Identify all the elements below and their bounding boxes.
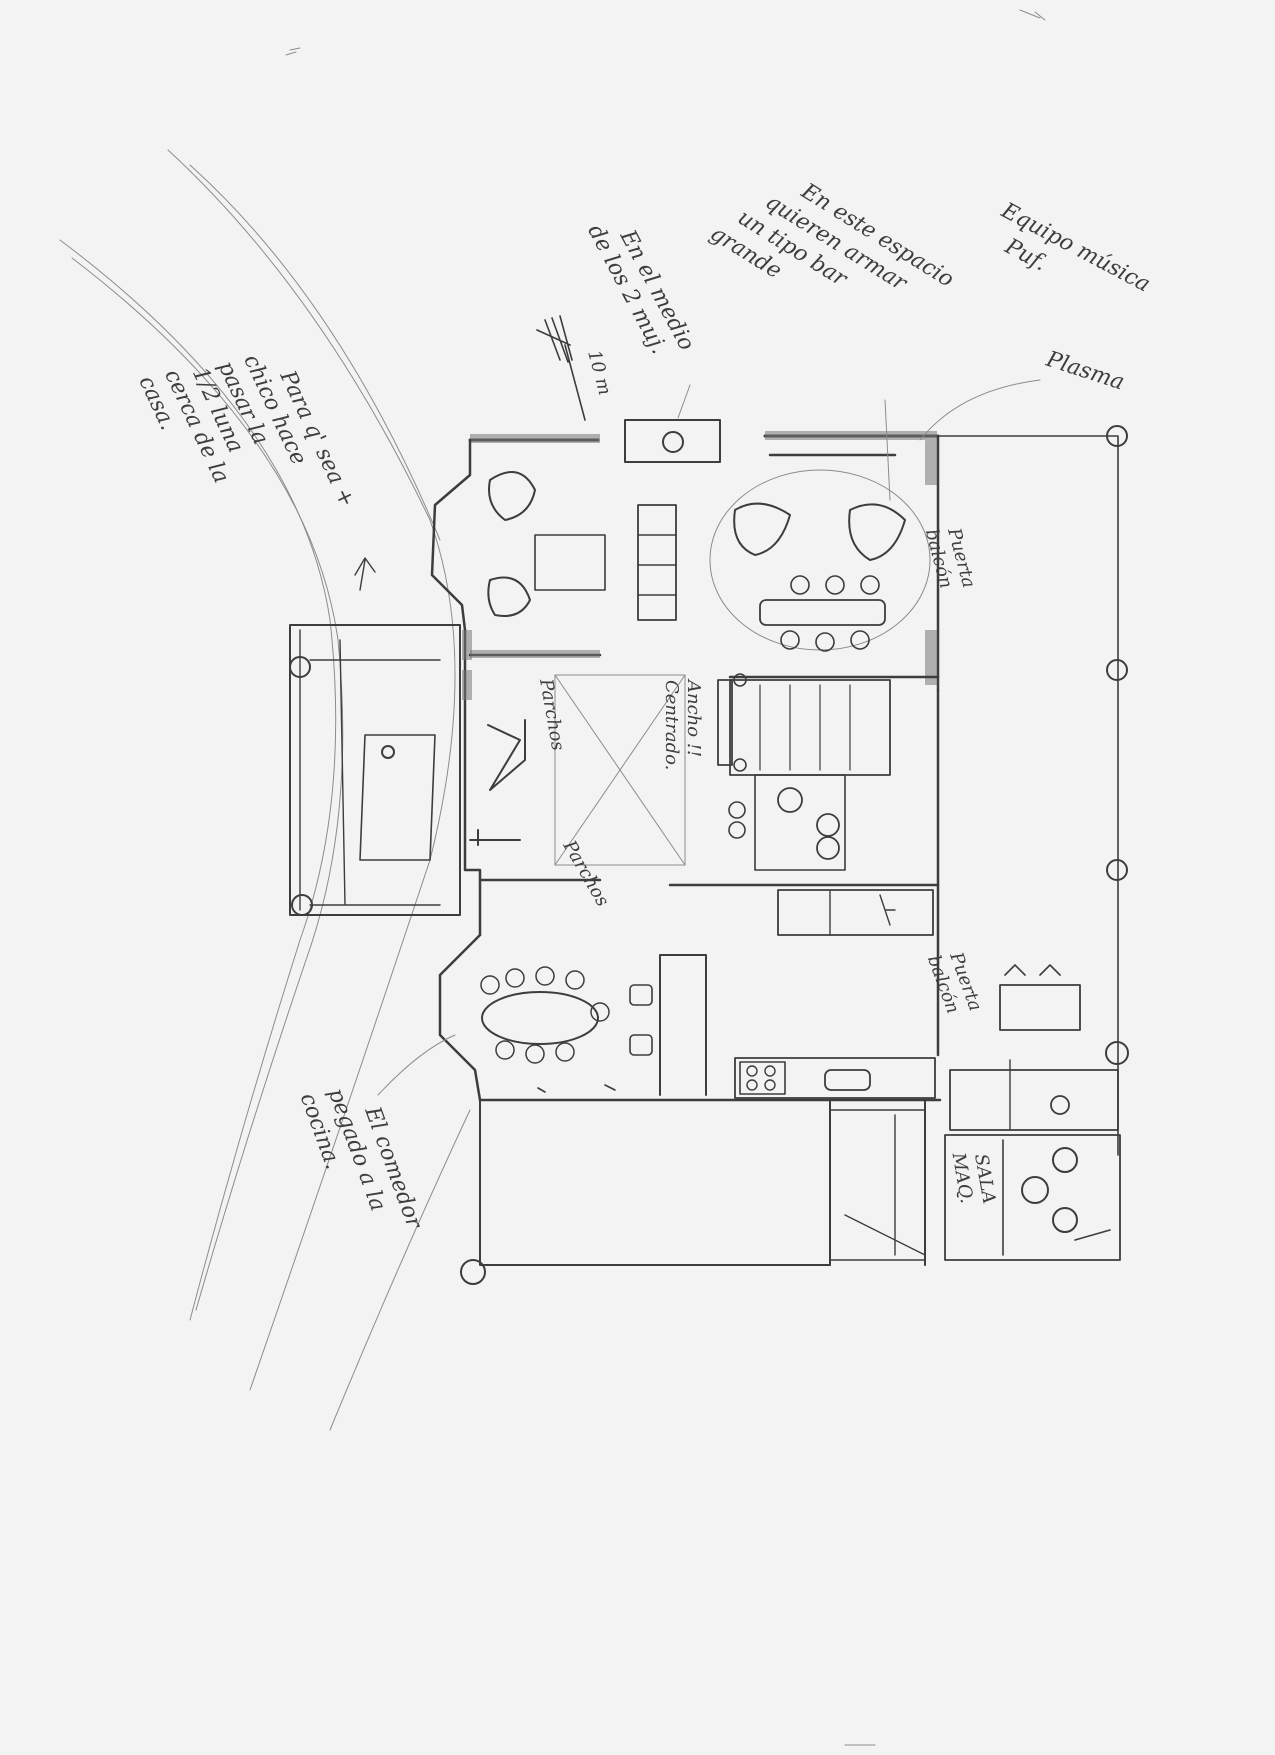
wall-hatch [470,650,600,658]
entry-and-stair [469,673,934,936]
wall-hatch [925,440,937,485]
column-marker [291,894,313,916]
dining-note: El comedor pegado a la cocina. [295,1071,429,1258]
house-walls [430,431,942,1266]
driveway-curves [59,149,471,1431]
column-marker [1106,859,1128,881]
dining-room [480,966,653,1093]
space-note: En este espacio quieren armar un tipo ba… [706,150,964,368]
tall-bottom-label: Parchos [558,836,613,910]
column-marker [460,1259,486,1285]
wall-hatch [462,630,472,660]
music-note: Equipo música Puf. [982,198,1160,328]
path-note: Para q' sea + chico hace pasar la 1/2 lu… [133,317,362,572]
car-ramp [289,557,461,916]
wall-hatch [765,431,937,440]
wall-hatch [462,670,472,700]
kitchen [734,1057,936,1261]
wall-hatch [470,434,600,443]
balcony-door-right: Puerta balcón [923,945,988,1027]
sala-maq-label: SALA MAQ. [947,1146,1000,1215]
balcony-door-top: Puerta balcón [921,521,981,601]
column-marker [1106,425,1128,447]
living-room [487,419,931,652]
column-marker [1106,659,1128,681]
column-marker [289,656,311,678]
sketch-marks [285,9,1046,1746]
plasma-label: Plasma [1042,347,1127,396]
service-rooms [944,964,1121,1261]
centered-note: Ancho !! Centrado. [661,678,704,770]
column-marker [1105,1041,1129,1065]
ten-m-label: 10 m [583,348,615,398]
terrace-outline [460,425,1129,1285]
wall-hatch [925,630,937,685]
annotations: Para q' sea + chico hace pasar la 1/2 lu… [133,150,1160,1258]
